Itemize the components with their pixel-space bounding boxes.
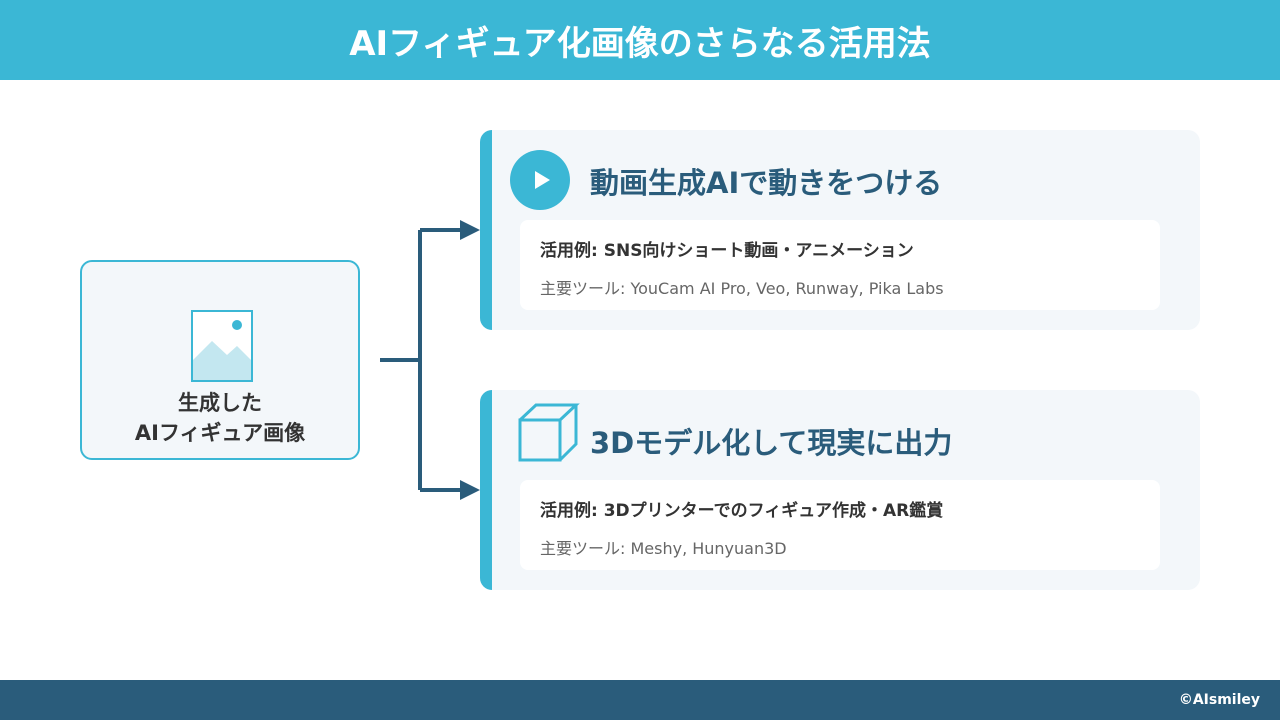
- header: AIフィギュア化画像のさらなる活用法: [0, 0, 1280, 80]
- footer: ©AIsmiley: [0, 680, 1280, 720]
- page-title: AIフィギュア化画像のさらなる活用法: [349, 23, 931, 64]
- card-video-generation: 動画生成AIで動きをつける 活用例: SNS向けショート動画・アニメーション 主…: [480, 130, 1200, 330]
- cube-icon: [518, 403, 580, 462]
- tools: 主要ツール: Meshy, Hunyuan3D: [540, 539, 787, 558]
- source-label-line1: 生成した: [178, 391, 262, 415]
- card-detail: 活用例: 3Dプリンターでのフィギュア作成・AR鑑賞 主要ツール: Meshy,…: [520, 480, 1160, 570]
- arrow-head-bottom: [460, 480, 480, 500]
- card-title: 3Dモデル化して現実に出力: [590, 426, 953, 460]
- copyright: ©AIsmiley: [1178, 692, 1260, 708]
- play-icon: [510, 150, 570, 210]
- tools: 主要ツール: YouCam AI Pro, Veo, Runway, Pika …: [540, 279, 944, 298]
- source-image-box: 生成した AIフィギュア画像: [80, 260, 360, 460]
- use-case: 活用例: SNS向けショート動画・アニメーション: [540, 241, 914, 261]
- source-label-line2: AIフィギュア画像: [134, 421, 306, 445]
- use-case: 活用例: 3Dプリンターでのフィギュア作成・AR鑑賞: [540, 501, 944, 521]
- card-detail: 活用例: SNS向けショート動画・アニメーション 主要ツール: YouCam A…: [520, 220, 1160, 310]
- arrow-head-top: [460, 220, 480, 240]
- image-icon: [191, 310, 253, 382]
- card-3d-model: 3Dモデル化して現実に出力 活用例: 3Dプリンターでのフィギュア作成・AR鑑賞…: [480, 390, 1200, 590]
- card-title: 動画生成AIで動きをつける: [590, 166, 943, 200]
